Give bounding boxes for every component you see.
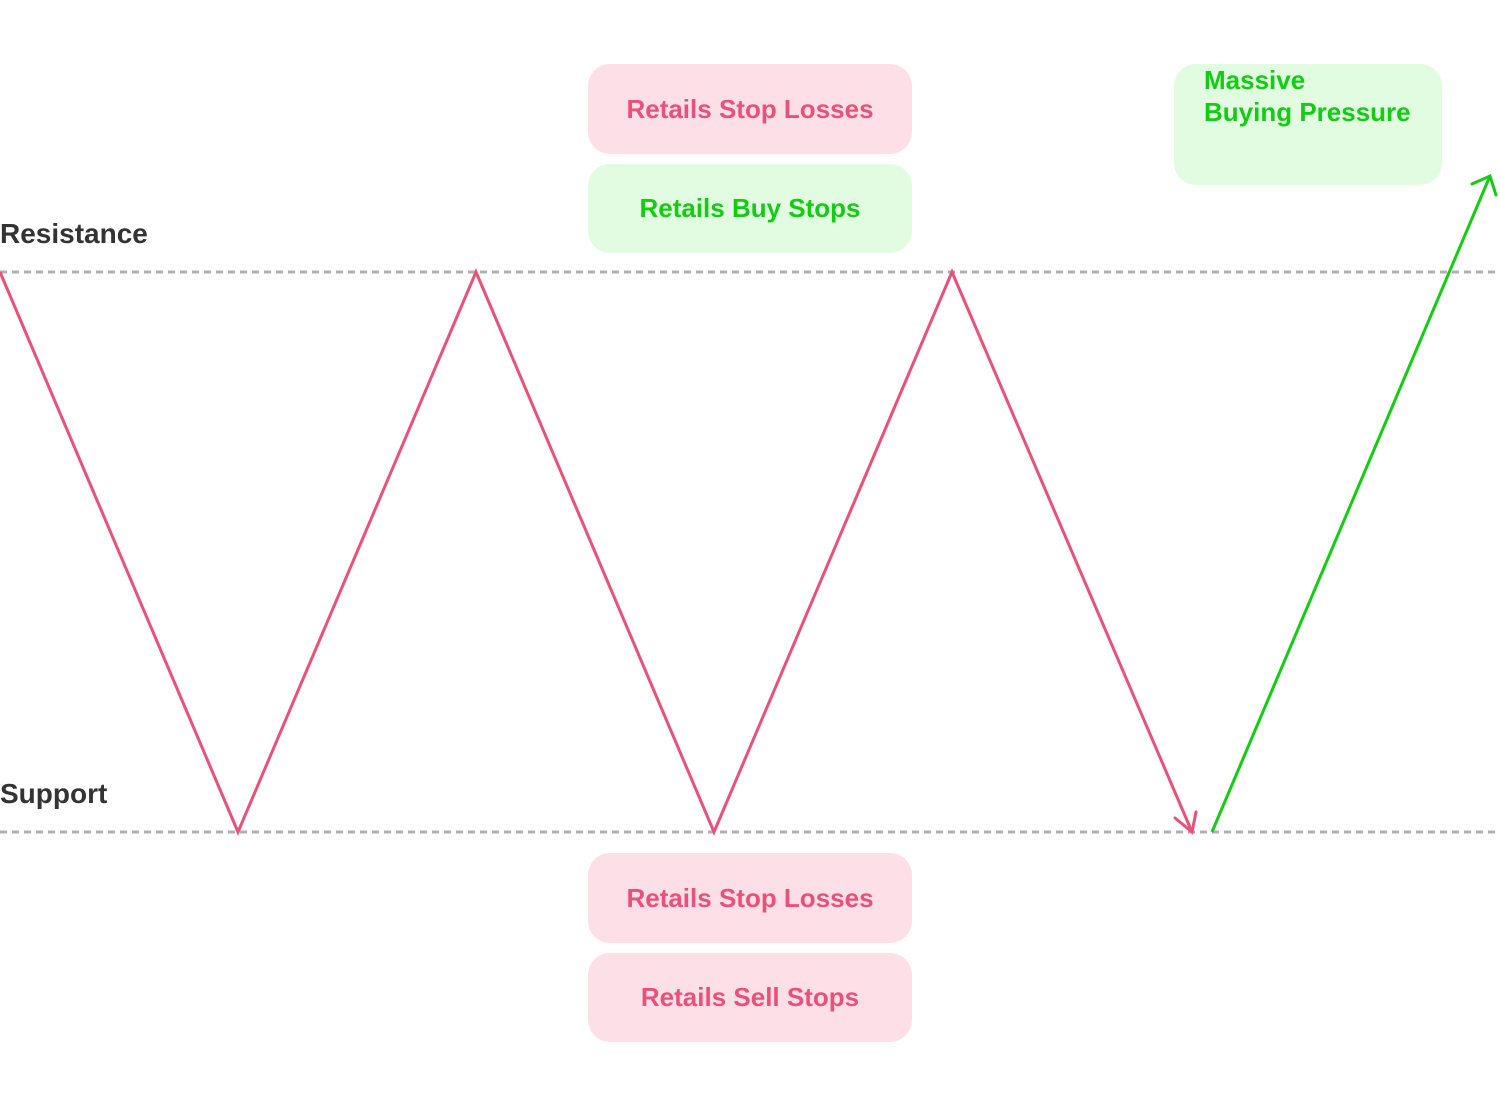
up-arrow-head-icon [1470, 173, 1498, 197]
resistance-label: Resistance [0, 218, 148, 249]
massive-text-line1: Massive [1204, 65, 1306, 95]
top-stop-losses-text: Retails Stop Losses [626, 93, 874, 124]
support-label: Support [0, 778, 108, 809]
sell-stops-box: Retails Sell Stops [588, 953, 912, 1042]
down-arrow-head-icon [1173, 810, 1198, 835]
massive-text-line2: Buying Pressure [1204, 97, 1411, 127]
sell-stops-text: Retails Sell Stops [640, 982, 860, 1012]
massive-buying-pressure-box: Massive Buying Pressure [1174, 64, 1442, 185]
price-zigzag-line [0, 268, 1194, 836]
bottom-stop-losses-box: Retails Stop Losses [588, 853, 912, 943]
buy-stops-box: Retails Buy Stops [588, 164, 912, 253]
top-stop-losses-box: Retails Stop Losses [588, 64, 912, 154]
buy-stops-text: Retails Buy Stops [639, 193, 861, 223]
bottom-stop-losses-text: Retails Stop Losses [626, 882, 874, 913]
breakout-line [1210, 175, 1492, 833]
